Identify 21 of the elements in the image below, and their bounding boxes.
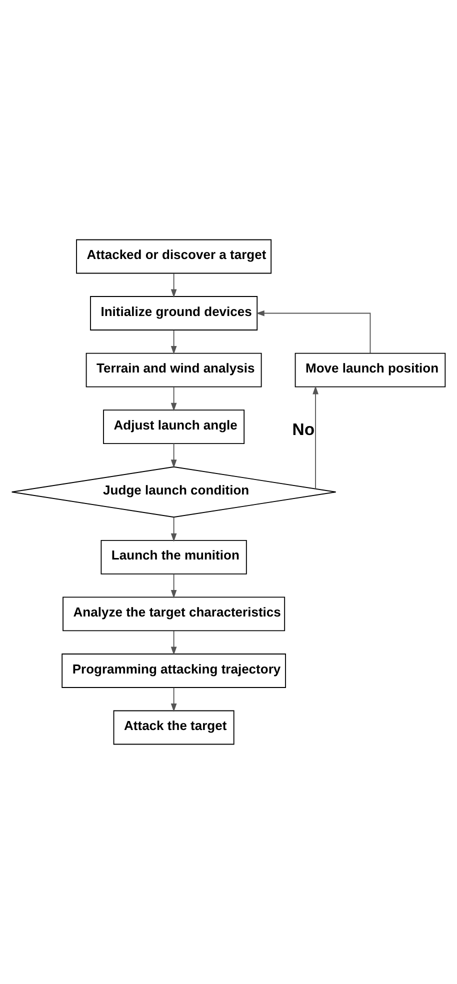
arrow	[170, 386, 177, 412]
node-box: Attack the target	[113, 710, 234, 745]
node-box: Initialize ground devices	[90, 296, 258, 330]
node-diamond: Judge launch condition	[11, 466, 336, 518]
arrow	[170, 687, 177, 712]
node-box: Move launch position	[294, 352, 446, 388]
arrow	[170, 330, 177, 354]
edge-label: No	[292, 420, 315, 440]
node-box: Attacked or discover a target	[76, 239, 272, 274]
arrow	[312, 386, 318, 490]
arrow	[170, 630, 177, 656]
arrow	[256, 310, 371, 354]
arrow	[170, 443, 177, 468]
node-box: Terrain and wind analysis	[86, 352, 262, 388]
arrow	[170, 574, 177, 598]
arrow	[170, 516, 177, 542]
node-box: Adjust launch angle	[103, 410, 245, 444]
arrow	[170, 273, 177, 298]
node-box: Launch the munition	[100, 540, 247, 574]
node-box: Programming attacking trajectory	[62, 654, 286, 688]
node-box: Analyze the target characteristics	[62, 596, 286, 632]
